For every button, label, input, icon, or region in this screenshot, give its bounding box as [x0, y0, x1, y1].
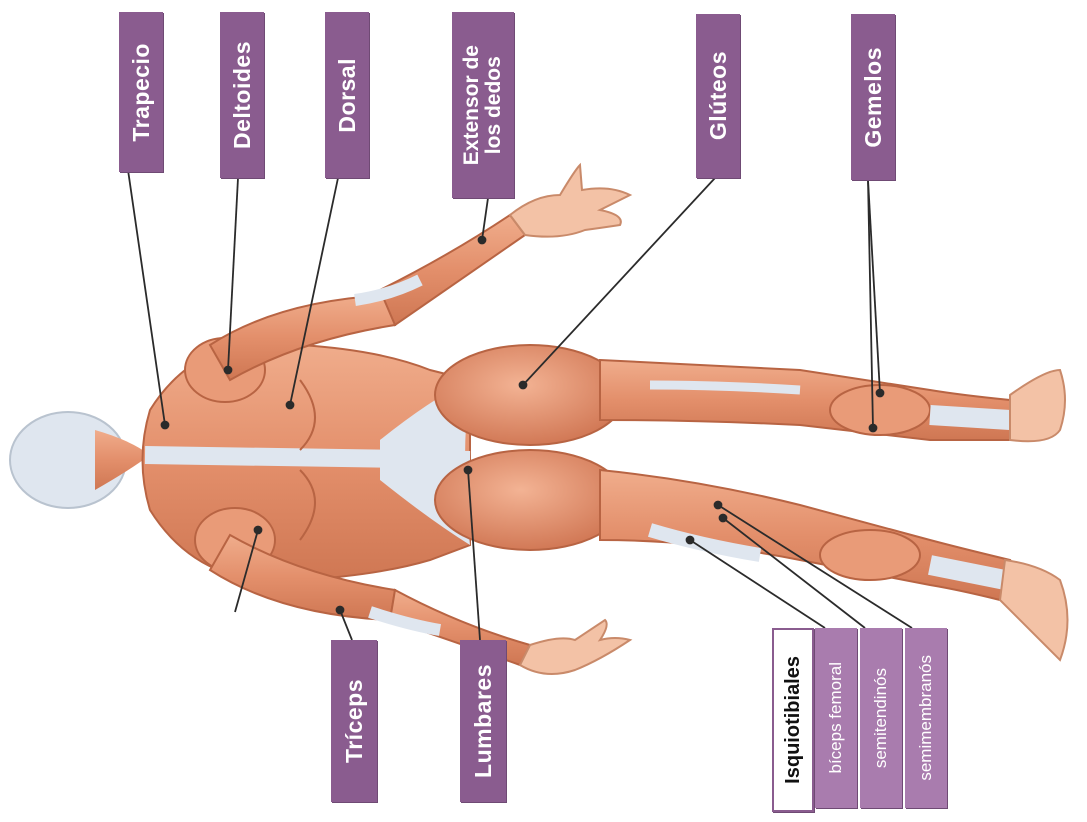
label-semimembranoso: semimembranós — [905, 628, 947, 808]
label-trapecio: Trapecio — [119, 12, 163, 172]
label-deltoides: Deltoides — [220, 12, 264, 178]
label-isquiotibiales: Isquiotibiales — [772, 628, 814, 812]
head — [10, 412, 150, 508]
upper-arm-top — [210, 165, 630, 380]
label-extensor-line1: Extensor de — [460, 45, 483, 165]
label-dorsal: Dorsal — [325, 12, 369, 178]
line-trapecio — [128, 170, 165, 425]
label-extensor-dedos: Extensor de los dedos — [452, 12, 514, 198]
label-gluteos: Glúteos — [696, 14, 740, 178]
label-triceps: Tríceps — [331, 640, 377, 802]
label-gemelos: Gemelos — [851, 14, 895, 180]
leg-top — [600, 360, 1065, 441]
label-biceps-femoral: bíceps femoral — [815, 628, 857, 808]
label-lumbares: Lumbares — [460, 640, 506, 802]
label-semitendinoso: semitendinós — [860, 628, 902, 808]
label-extensor-line2: los dedos — [482, 56, 505, 154]
